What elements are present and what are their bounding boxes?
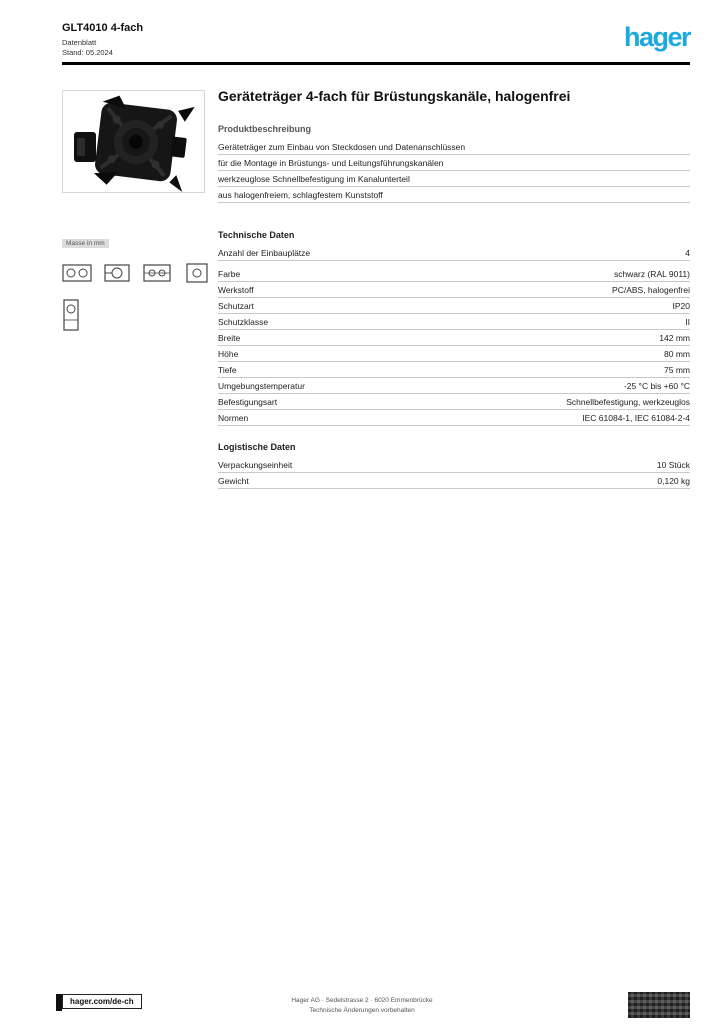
dimension-drawing-side xyxy=(104,264,130,282)
spec-label: Verpackungseinheit xyxy=(218,459,293,470)
description-item: werkzeuglose Schnellbefestigung im Kanal… xyxy=(218,171,690,187)
dimension-drawing-front xyxy=(62,264,92,282)
spec-value: PC/ABS, halogenfrei xyxy=(612,284,690,295)
spec-label: Tiefe xyxy=(218,364,237,375)
spec-row: Werkstoff PC/ABS, halogenfrei xyxy=(218,282,690,298)
spec-value: 10 Stück xyxy=(656,459,690,470)
dimension-drawing-top xyxy=(143,264,171,282)
spec-row: Schutzart IP20 xyxy=(218,298,690,314)
spec-value: -25 °C bis +60 °C xyxy=(623,380,690,391)
spec-row: Verpackungseinheit 10 Stück xyxy=(218,457,690,473)
description-item: aus halogenfreiem, schlagfestem Kunststo… xyxy=(218,187,690,203)
spec-label: Anzahl der Einbauplätze xyxy=(218,247,311,258)
spec-label: Befestigungsart xyxy=(218,396,278,407)
spec-row: Normen IEC 61084-1, IEC 61084-2-4 xyxy=(218,410,690,426)
footer-text: Hager AG · Sedelstrasse 2 · 6020 Emmenbr… xyxy=(232,996,492,1016)
section-description: Produktbeschreibung Geräteträger zum Ein… xyxy=(218,124,690,203)
spec-label: Werkstoff xyxy=(218,284,254,295)
hager-logo-text: hager xyxy=(623,22,692,52)
spec-row: Schutzklasse II xyxy=(218,314,690,330)
spec-value: 0,120 kg xyxy=(657,475,690,486)
spec-value: 142 mm xyxy=(659,332,690,343)
logistics-heading: Logistische Daten xyxy=(218,442,296,452)
description-item: Geräteträger zum Einbau von Steckdosen u… xyxy=(218,139,690,155)
spec-value: 80 mm xyxy=(664,348,690,359)
description-item: für die Montage in Brüstungs- und Leitun… xyxy=(218,155,690,171)
website-link[interactable]: hager.com/de-ch xyxy=(62,994,142,1009)
spec-label: Farbe xyxy=(218,268,241,279)
spec-row: Befestigungsart Schnellbefestigung, werk… xyxy=(218,394,690,410)
spec-row: Umgebungstemperatur -25 °C bis +60 °C xyxy=(218,378,690,394)
spec-value: schwarz (RAL 9011) xyxy=(613,268,690,279)
spec-label: Schutzklasse xyxy=(218,316,269,327)
description-heading: Produktbeschreibung xyxy=(218,124,312,134)
spec-label: Schutzart xyxy=(218,300,254,311)
dimension-drawing-profile xyxy=(63,299,79,331)
spec-value: IEC 61084-1, IEC 61084-2-4 xyxy=(582,412,690,423)
spec-row: Breite 142 mm xyxy=(218,330,690,346)
dimensions-note: Masse in mm xyxy=(62,239,109,248)
spec-label: Höhe xyxy=(218,348,239,359)
spec-label: Umgebungstemperatur xyxy=(218,380,305,391)
document-date: Stand: 05.2024 xyxy=(62,48,113,57)
dimension-drawings-row xyxy=(62,260,212,286)
product-reference: GLT4010 4-fach xyxy=(62,22,144,34)
spec-value: IP20 xyxy=(672,300,691,311)
spec-row: Gewicht 0,120 kg xyxy=(218,473,690,489)
spec-row: Tiefe 75 mm xyxy=(218,362,690,378)
section-technical: Technische Daten Anzahl der Einbauplätze… xyxy=(218,230,690,261)
qr-code xyxy=(628,992,690,1018)
section-properties: Farbe schwarz (RAL 9011) Werkstoff PC/AB… xyxy=(218,266,690,426)
header-divider xyxy=(62,62,690,65)
spec-row: Anzahl der Einbauplätze 4 xyxy=(218,245,690,261)
spec-label: Gewicht xyxy=(218,475,249,486)
technical-heading: Technische Daten xyxy=(218,230,295,240)
footer-note: Technische Änderungen vorbehalten xyxy=(309,1006,415,1014)
spec-row: Höhe 80 mm xyxy=(218,346,690,362)
footer-tab xyxy=(56,994,62,1011)
spec-value: II xyxy=(685,316,690,327)
spec-label: Normen xyxy=(218,412,249,423)
spec-value: 75 mm xyxy=(664,364,690,375)
spec-value: 4 xyxy=(685,247,690,258)
product-photo-illustration xyxy=(73,95,195,192)
section-logistics: Logistische Daten Verpackungseinheit 10 … xyxy=(218,442,690,489)
product-photo xyxy=(62,90,205,193)
hager-logo: hager xyxy=(623,22,692,52)
product-title: Geräteträger 4-fach für Brüstungskanäle,… xyxy=(218,88,571,104)
spec-row: Farbe schwarz (RAL 9011) xyxy=(218,266,690,282)
footer-address: Hager AG · Sedelstrasse 2 · 6020 Emmenbr… xyxy=(291,997,433,1004)
document-type-label: Datenblatt xyxy=(62,38,97,47)
dimension-drawing-section xyxy=(186,263,208,283)
spec-value: Schnellbefestigung, werkzeuglos xyxy=(566,396,690,407)
spec-label: Breite xyxy=(218,332,241,343)
